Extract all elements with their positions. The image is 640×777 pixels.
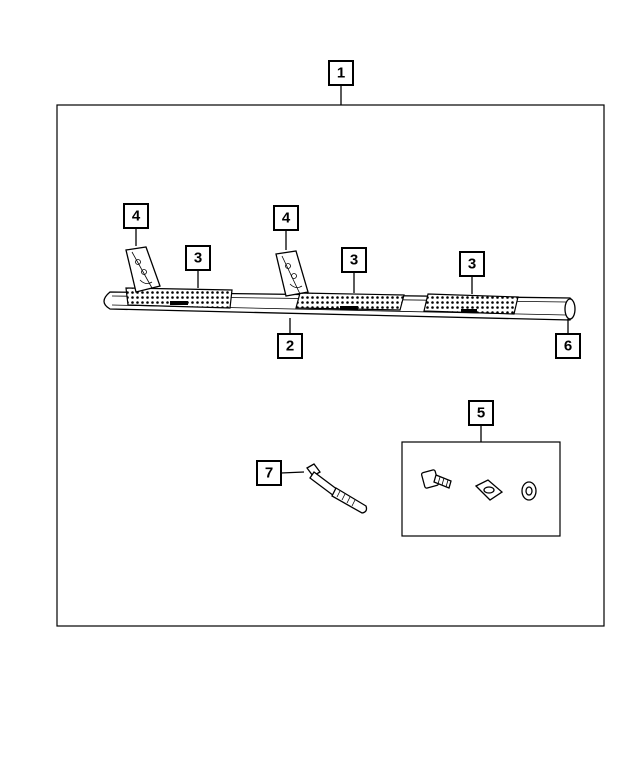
callout-3-middle[interactable]: 3 — [341, 247, 367, 273]
callout-3-left-label: 3 — [194, 250, 202, 267]
mounting-bracket-left[interactable] — [125, 246, 161, 293]
mounting-bracket-right[interactable] — [275, 250, 309, 297]
callout-4-right[interactable]: 4 — [273, 205, 299, 231]
callout-3-right-label: 3 — [468, 256, 476, 273]
step-pad-middle[interactable] — [295, 292, 405, 311]
washer[interactable] — [521, 481, 537, 501]
callout-5-label: 5 — [477, 405, 485, 422]
callout-2[interactable]: 2 — [277, 333, 303, 359]
callout-4-right-label: 4 — [282, 210, 291, 227]
callout-3-left[interactable]: 3 — [185, 245, 211, 271]
step-pad-right[interactable] — [423, 293, 519, 315]
step-pad-left[interactable] — [125, 287, 233, 309]
callout-5[interactable]: 5 — [468, 400, 494, 426]
callout-1-label: 1 — [337, 65, 345, 82]
callout-2-label: 2 — [286, 338, 294, 355]
callout-4-left[interactable]: 4 — [123, 203, 149, 229]
callout-4-left-label: 4 — [132, 208, 141, 225]
callout-7-label: 7 — [265, 465, 273, 482]
assembly-frame — [56, 104, 605, 627]
leader-7 — [280, 471, 305, 474]
tool[interactable] — [306, 463, 368, 514]
callout-3-middle-label: 3 — [350, 252, 358, 269]
callout-6[interactable]: 6 — [555, 333, 581, 359]
nut-plate[interactable] — [474, 479, 504, 501]
callout-1[interactable]: 1 — [328, 60, 354, 86]
callout-7[interactable]: 7 — [256, 460, 282, 486]
callout-6-label: 6 — [564, 338, 572, 355]
end-cap[interactable] — [564, 298, 576, 320]
bolt[interactable] — [420, 469, 452, 489]
callout-3-right[interactable]: 3 — [459, 251, 485, 277]
